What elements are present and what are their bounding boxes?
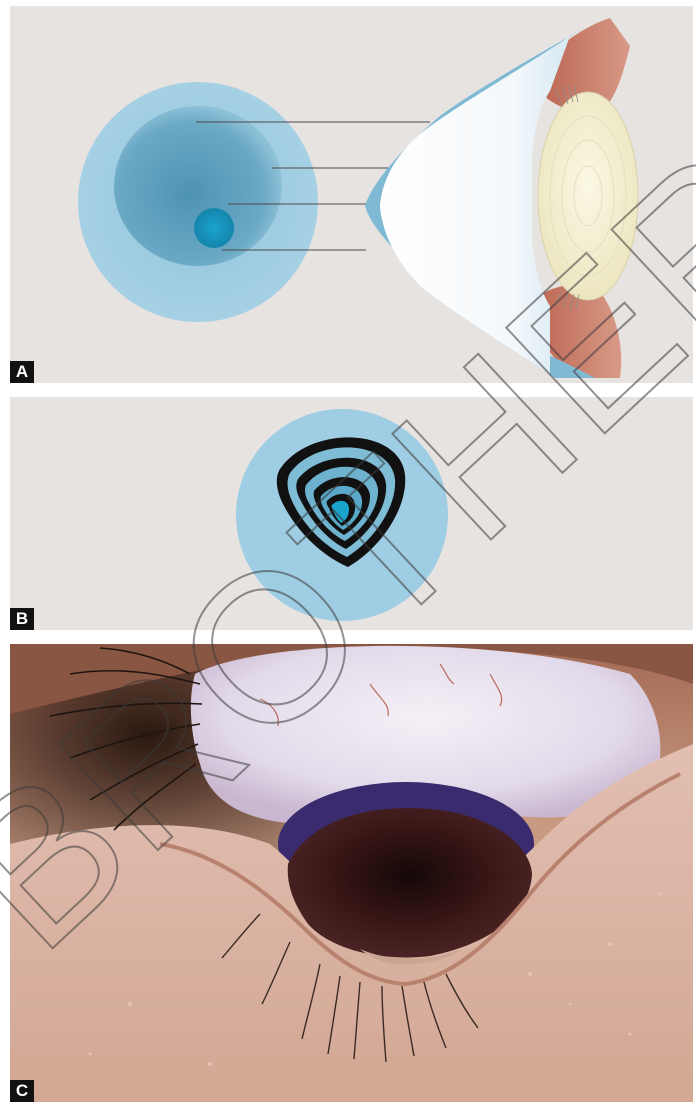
panel-a-schematic: A: [10, 6, 693, 383]
keratoconus-schematic-svg: [10, 6, 693, 383]
panel-b-topography: B: [10, 397, 693, 630]
cornea-thinning-zone: [114, 106, 282, 266]
topography-svg: [10, 397, 693, 630]
panel-label-a: A: [10, 361, 34, 383]
cone-apex: [194, 208, 234, 248]
panel-label-b: B: [10, 608, 34, 630]
panel-c-clinical-photo: C: [10, 644, 693, 1102]
eye-photo-svg: [10, 644, 693, 1102]
panel-label-c: C: [10, 1080, 34, 1102]
crystalline-lens: [538, 92, 638, 300]
